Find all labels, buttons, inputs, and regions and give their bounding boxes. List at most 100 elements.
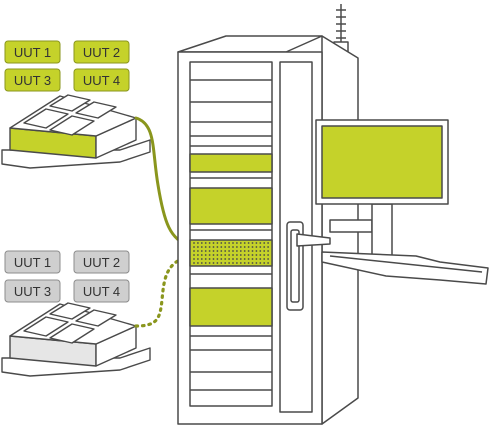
panel-pin — [236, 262, 238, 264]
panel-pin — [228, 246, 231, 248]
panel-pin — [208, 242, 211, 244]
panel-pin — [236, 254, 238, 256]
equipment-rack — [177, 4, 359, 425]
rack-top — [177, 35, 323, 53]
uut-badge: UUT 3 — [4, 68, 61, 92]
uut-badge: UUT 2 — [73, 250, 130, 274]
panel-pin — [251, 242, 254, 244]
fixture-nest — [49, 94, 91, 112]
panel-pin — [216, 258, 219, 260]
panel-pin — [216, 262, 219, 264]
panel-pin — [208, 258, 211, 260]
panel-pin — [259, 246, 262, 248]
panel-pin — [204, 262, 207, 264]
test-fixture-top — [1, 94, 151, 169]
panel-pin — [255, 262, 258, 264]
panel-pin — [239, 250, 242, 252]
panel-pin — [255, 258, 258, 260]
panel-pin — [251, 258, 254, 260]
panel-pin — [255, 250, 258, 252]
panel-pin — [232, 262, 234, 264]
panel-pin — [243, 250, 246, 252]
panel-pin — [212, 258, 215, 260]
panel-pin — [224, 246, 227, 248]
panel-pin — [263, 250, 266, 252]
panel-pin — [197, 250, 199, 252]
uut-badge: UUT 4 — [73, 68, 130, 92]
panel-pin — [193, 250, 195, 252]
panel-pin — [228, 262, 231, 264]
panel-pin — [239, 262, 242, 264]
panel-pin — [204, 254, 207, 256]
panel-pin — [251, 250, 254, 252]
panel-pin — [220, 246, 223, 248]
panel-pin — [220, 250, 223, 252]
panel-pin — [236, 250, 238, 252]
panel-pin — [239, 246, 242, 248]
fixture-nest — [75, 101, 117, 119]
rack-shelf-lines — [190, 79, 272, 391]
panel-pin — [247, 246, 250, 248]
panel-pin — [255, 254, 258, 256]
monitor-arm — [329, 219, 373, 233]
panel-pin — [220, 262, 223, 264]
panel-pin — [243, 258, 246, 260]
panel-pin — [216, 246, 219, 248]
panel-pin — [212, 262, 215, 264]
uut-label: UUT 3 — [14, 73, 51, 88]
rack-bay-left — [189, 61, 273, 407]
panel-pin — [232, 242, 234, 244]
panel-pin — [247, 258, 250, 260]
uut-badge: UUT 1 — [4, 250, 61, 274]
panel-pin — [243, 262, 246, 264]
uut-label: UUT 4 — [83, 284, 120, 299]
panel-pin — [239, 242, 242, 244]
panel-pin — [204, 258, 207, 260]
panel-pin — [267, 254, 269, 256]
panel-pin — [259, 250, 262, 252]
uut-badge: UUT 3 — [4, 279, 61, 303]
panel-pin — [228, 242, 231, 244]
panel-pin — [267, 258, 269, 260]
panel-pin — [263, 254, 266, 256]
panel-pin — [243, 246, 246, 248]
panel-pin — [197, 254, 199, 256]
panel-pin — [228, 250, 231, 252]
fixture-nest — [49, 323, 95, 344]
uut-label: UUT 4 — [83, 73, 120, 88]
panel-pin — [197, 242, 199, 244]
panel-pin — [267, 262, 269, 264]
panel-pin — [200, 250, 203, 252]
panel-pin — [204, 250, 207, 252]
panel-pin — [224, 242, 227, 244]
panel-pin — [224, 258, 227, 260]
uut-label: UUT 1 — [14, 45, 51, 60]
panel-pin — [236, 258, 238, 260]
panel-pin — [216, 254, 219, 256]
panel-pin — [259, 258, 262, 260]
fixture-nest — [23, 316, 69, 337]
panel-pin — [224, 250, 227, 252]
panel-pin — [263, 258, 266, 260]
panel-pin — [193, 254, 195, 256]
panel-pin — [220, 242, 223, 244]
panel-pin — [204, 246, 207, 248]
workstation — [315, 119, 489, 285]
uut-label: UUT 1 — [14, 255, 51, 270]
panel-pin — [200, 254, 203, 256]
panel-pin — [193, 258, 195, 260]
panel-pin — [212, 254, 215, 256]
door-handle-icon — [286, 221, 331, 311]
panel-pin — [220, 254, 223, 256]
fixture-nest — [49, 115, 95, 136]
panel-pin — [259, 262, 262, 264]
panel-pin — [193, 246, 195, 248]
uut-badge-group-top: UUT 1 UUT 2 UUT 3 UUT 4 — [4, 40, 130, 92]
panel-pin — [247, 250, 250, 252]
panel-pin — [224, 262, 227, 264]
panel-pin — [267, 246, 269, 248]
panel-pin — [200, 262, 203, 264]
cable-solid — [134, 116, 192, 248]
panel-pin — [216, 250, 219, 252]
